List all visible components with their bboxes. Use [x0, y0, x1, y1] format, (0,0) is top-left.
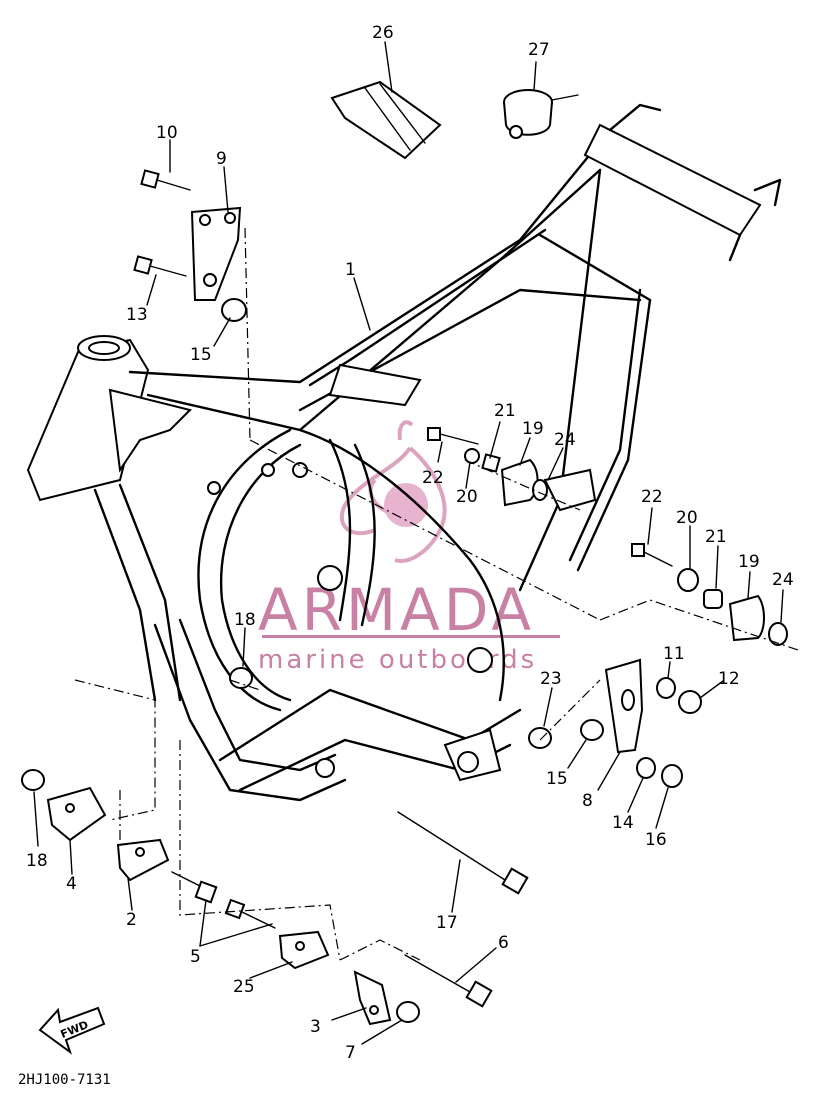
callout-22-b: 22 — [641, 487, 663, 507]
callout-10: 10 — [156, 123, 178, 143]
callout-7: 7 — [345, 1043, 356, 1063]
bottom-cradle — [218, 688, 522, 762]
callout-24-a: 24 — [554, 430, 576, 450]
part-17-long-bolt — [397, 811, 529, 895]
part-27-cap — [503, 89, 579, 139]
part-24-washer-b — [768, 622, 788, 646]
part-12-nut — [678, 690, 702, 714]
top-tube-upper — [128, 128, 612, 384]
callouts: 1 26 27 10 9 13 15 21 19 24 22 20 22 20 … — [26, 23, 794, 1063]
part-8-bracket — [604, 658, 644, 754]
part-10-bolt — [140, 169, 191, 191]
part-26-battery-pad — [330, 80, 442, 160]
part-6-bolt — [404, 954, 493, 1008]
callout-27: 27 — [528, 40, 550, 60]
frame-gusset — [108, 388, 192, 473]
top-tube-lower — [146, 168, 602, 432]
callout-20-a: 20 — [456, 487, 478, 507]
main-frame — [26, 103, 782, 802]
callout-23: 23 — [540, 669, 562, 689]
callout-18-b: 18 — [26, 851, 48, 871]
engine-mount-boss-g — [207, 481, 221, 495]
rear-upright-left — [518, 168, 602, 592]
part-7-nut — [396, 1001, 420, 1023]
callout-24-b: 24 — [772, 570, 794, 590]
part-13-bolt — [133, 255, 187, 277]
part-18-nut-b — [21, 769, 45, 791]
callout-13: 13 — [126, 305, 148, 325]
part-20-nut-b — [677, 568, 699, 592]
callout-19-a: 19 — [522, 419, 544, 439]
callout-15-top: 15 — [190, 345, 212, 365]
callout-14: 14 — [612, 813, 634, 833]
engine-mount-boss-a — [317, 565, 343, 591]
part-19-bushing-a — [500, 458, 539, 507]
engine-cradle-loop — [197, 428, 292, 712]
callout-12: 12 — [718, 669, 740, 689]
part-22-bolt-a — [427, 427, 479, 445]
callout-15-right: 15 — [546, 769, 568, 789]
part-25-bracket — [278, 930, 330, 970]
diagram-code: 2HJ100-7131 — [18, 1072, 111, 1088]
assembly-guides — [74, 227, 799, 961]
callout-18-a: 18 — [234, 610, 256, 630]
down-tube-front — [93, 488, 157, 702]
part-19-bushing-b — [728, 594, 765, 642]
part-15-washer-right — [580, 719, 604, 741]
callout-19-b: 19 — [738, 552, 760, 572]
callout-4: 4 — [66, 874, 77, 894]
engine-mount-boss-d — [315, 758, 335, 778]
callout-3: 3 — [310, 1017, 321, 1037]
callout-22-a: 22 — [422, 468, 444, 488]
engine-mount-boss-b — [467, 647, 493, 673]
engine-mount-boss-c — [457, 751, 479, 773]
down-tube-rear — [153, 623, 347, 802]
watermark-tagline: marine outboards — [258, 645, 537, 675]
part-4-bracket — [46, 786, 107, 842]
part-16-nut — [661, 764, 683, 788]
part-14-washer — [636, 757, 656, 779]
part-15-washer-top — [221, 298, 247, 322]
callout-8: 8 — [582, 791, 593, 811]
callout-6: 6 — [498, 933, 509, 953]
callout-21-a: 21 — [494, 401, 516, 421]
part-21-collar-b — [703, 589, 723, 609]
callout-11: 11 — [663, 644, 685, 664]
part-9-bracket — [190, 206, 242, 301]
part-3-bracket — [353, 970, 392, 1026]
part-22-bolt-b — [631, 543, 673, 567]
part-5-bolts — [171, 871, 276, 929]
engine-mount-boss-f — [261, 463, 275, 477]
callout-25: 25 — [233, 977, 255, 997]
callout-9: 9 — [216, 149, 227, 169]
callout-17: 17 — [436, 913, 458, 933]
rear-upright-right — [568, 288, 642, 562]
callout-26: 26 — [372, 23, 394, 43]
part-23-nut — [528, 727, 552, 749]
part-24-washer-a — [532, 479, 548, 501]
leader-lines — [33, 41, 784, 1045]
part-2-bracket — [116, 838, 170, 882]
rear-cross-bracket — [583, 123, 762, 237]
part-11-washer — [656, 677, 676, 699]
engine-mount-boss-e — [292, 462, 308, 478]
watermark: ARMADA marine outboards — [258, 420, 560, 675]
watermark-rule — [262, 635, 560, 638]
watermark-brand: ARMADA — [258, 576, 535, 644]
frame-tab-mid — [328, 363, 422, 407]
callout-20-b: 20 — [676, 508, 698, 528]
fwd-arrow: FWD — [38, 1006, 106, 1055]
part-21-collar-a — [481, 453, 501, 473]
callout-16: 16 — [645, 830, 667, 850]
shock-mount — [543, 468, 597, 512]
callout-5: 5 — [190, 947, 201, 967]
callout-21-b: 21 — [705, 527, 727, 547]
callout-1: 1 — [345, 260, 356, 280]
steering-head-bore — [88, 341, 120, 355]
callout-2: 2 — [126, 910, 137, 930]
watermark-logo — [339, 420, 447, 563]
part-18-nut-a — [229, 667, 253, 689]
